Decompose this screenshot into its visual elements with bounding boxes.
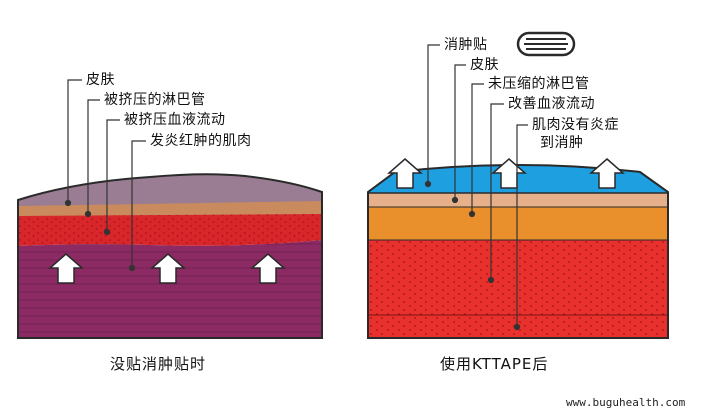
caption-left: 没贴消肿贴时 xyxy=(110,355,207,373)
tape-roll-icon xyxy=(516,31,576,57)
label-right-tape: 消肿贴 xyxy=(444,37,488,53)
label-right-lymph: 未压缩的淋巴管 xyxy=(488,76,590,92)
left-fat-layer xyxy=(18,201,322,218)
label-right-skin: 皮肤 xyxy=(470,57,499,73)
left-leader-lines xyxy=(64,79,146,272)
right-tissue-block xyxy=(367,164,669,339)
label-left-compressed-blood: 被挤压血液流动 xyxy=(124,112,226,128)
right-leader-lines xyxy=(424,44,528,331)
label-left-skin: 皮肤 xyxy=(86,72,115,88)
right-skin-layer xyxy=(368,193,668,208)
left-up-arrow-1 xyxy=(48,253,84,284)
label-right-muscle-line2: 到消肿 xyxy=(540,135,584,151)
right-up-arrow-3 xyxy=(589,158,625,189)
right-block-outline xyxy=(367,164,669,339)
left-up-arrow-2 xyxy=(150,253,186,284)
label-left-inflamed-muscle: 发炎红肿的肌肉 xyxy=(150,133,252,149)
left-block-outline xyxy=(17,173,323,339)
watermark-text: www.buguhealth.com xyxy=(566,396,686,409)
left-up-arrow-3 xyxy=(250,253,286,284)
label-left-compressed-lymph: 被挤压的淋巴管 xyxy=(104,92,206,108)
left-tissue-block xyxy=(17,173,323,339)
caption-right: 使用KTTAPE后 xyxy=(440,355,549,373)
label-right-blood: 改善血液流动 xyxy=(508,96,595,112)
right-fat-layer xyxy=(368,207,668,241)
label-right-muscle-line1: 肌肉没有炎症 xyxy=(532,117,619,133)
right-up-arrow-1 xyxy=(387,158,423,189)
